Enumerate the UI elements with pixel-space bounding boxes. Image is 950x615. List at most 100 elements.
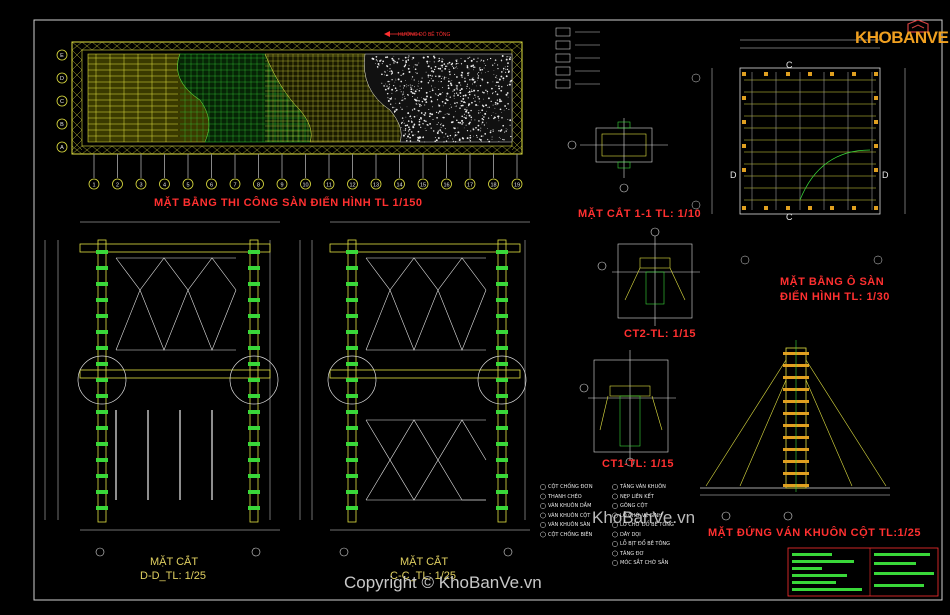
section-dd-title-1: MẶT CẮT: [150, 556, 199, 568]
legend-marker: [540, 531, 546, 538]
legend-marker: [612, 531, 618, 538]
axis-letter: C: [60, 99, 64, 105]
legend-item: GÔNG CỘT: [620, 503, 648, 509]
axis-number: 19: [514, 183, 520, 189]
legend-item: THANH CHÉO: [548, 493, 582, 500]
axis-bubble: [229, 178, 241, 190]
axis-letter: E: [60, 53, 64, 59]
hatch-legend: [555, 27, 600, 89]
axis-number: 2: [116, 183, 119, 189]
svg-text:D: D: [730, 170, 737, 180]
axis-number: 14: [396, 183, 402, 189]
floor-plan-title-1: MẶT BẰNG Ô SÀN: [780, 276, 885, 288]
section-cc-title-2: C-C_TL: 1/25: [390, 570, 457, 582]
axis-bubble: [347, 178, 358, 190]
axis-bubble: [56, 141, 68, 153]
watermark-bottom: Copyright © KhoBanVe.vn: [344, 573, 542, 592]
legend-item: NẸP LIÊN KẾT: [620, 493, 654, 500]
axis-bubble: [370, 178, 382, 190]
ct2-detail-drawing: [597, 227, 700, 326]
axis-number: 18: [490, 183, 496, 189]
watermark-middle: KhoBanVe.vn: [592, 508, 696, 527]
legend-marker: [612, 560, 618, 566]
axis-number: 12: [349, 183, 355, 189]
ct1-title: CT1-TL: 1/15: [602, 458, 675, 470]
axis-bubble: [511, 178, 523, 190]
axis-bubble: [441, 178, 452, 190]
legend-item: LỖ CHỜ VỆ SINH: [620, 512, 663, 519]
axis-letter: B: [60, 122, 64, 128]
axis-number: 16: [443, 183, 449, 189]
axis-bubble: [56, 118, 68, 130]
axis-number: 10: [302, 183, 308, 189]
ct1-detail-drawing: [579, 350, 676, 467]
legend-marker: [612, 550, 618, 557]
legend-item: VÁN KHUÔN DẦM: [548, 503, 592, 509]
section-1-1-title: MẶT CẮT 1-1 TL: 1/10: [578, 208, 702, 220]
axis-letter: A: [60, 145, 64, 151]
legend-item: VÁN KHUÔN CỘT: [548, 512, 591, 519]
column-elevation-title: MẶT ĐỨNG VÁN KHUÔN CỘT TL:1/25: [708, 527, 921, 539]
axis-number: 6: [210, 183, 213, 189]
legend-marker: [540, 512, 546, 519]
axis-number: 13: [373, 183, 379, 189]
axis-bubble: [159, 178, 170, 190]
axis-number: 15: [420, 183, 426, 189]
legend-marker: [612, 512, 618, 519]
axis-number: 4: [163, 183, 166, 189]
axis-bubble: [253, 178, 264, 190]
svg-text:C: C: [786, 60, 793, 70]
legend-marker: [612, 522, 618, 528]
top-plan-title: MẶT BẰNG THI CÔNG SÀN ĐIỂN HÌNH TL 1/150: [154, 197, 423, 209]
axis-bubble: [323, 178, 335, 190]
axis-bubble: [276, 178, 288, 190]
top-plan-note: HƯỚNG ĐỔ BÊ TÔNG: [398, 30, 450, 38]
legend-item: TĂNG VÁN KHUÔN: [620, 484, 666, 490]
sheet-border: [33, 19, 943, 601]
legend-marker: [540, 522, 546, 528]
legend-marker: [612, 484, 618, 490]
axis-bubble: [417, 178, 429, 190]
axis-bubble: [88, 178, 100, 190]
axis-number: 7: [233, 183, 236, 189]
legend-item: LỖ BỊT ĐỔ BÊ TÔNG: [620, 541, 671, 547]
axis-bubble: [488, 178, 499, 190]
svg-text:C: C: [786, 212, 793, 222]
legend-item: DÂY DỌI: [620, 531, 641, 538]
legend-marker: [540, 493, 546, 500]
legend-item: LỖ CHỜ ĐỔ BÊ TÔNG: [620, 522, 674, 528]
axis-number: 8: [257, 183, 260, 189]
logo-text: KHOBANVE: [855, 28, 949, 47]
title-block: [787, 547, 939, 597]
legend-item: MÓC SẮT CHỜ SẴN: [620, 560, 669, 566]
axis-bubble: [56, 72, 68, 84]
axis-letter: D: [60, 76, 64, 82]
axis-number: 11: [326, 183, 332, 189]
axis-bubble: [182, 178, 194, 190]
section-cc-title-1: MẶT CẮT: [400, 556, 449, 568]
floor-plan-title-2: ĐIỂN HÌNH TL: 1/30: [780, 291, 890, 303]
axis-number: 17: [467, 183, 473, 189]
floor-plan-drawing: C C D D: [691, 39, 906, 265]
axis-bubble: [112, 178, 123, 190]
legend-item: VÁN KHUÔN SÀN: [548, 522, 591, 528]
axis-bubble: [300, 178, 311, 190]
legend-item: CỘT CHỐNG ĐƠN: [548, 484, 593, 490]
legend-marker: [540, 503, 546, 509]
axis-number: 1: [92, 183, 95, 189]
axis-number: 5: [186, 183, 189, 189]
axis-bubble: [135, 178, 147, 190]
section-dd-drawing: [44, 221, 280, 557]
section-1-1-drawing: [567, 118, 668, 193]
axis-number: 3: [139, 183, 142, 189]
ct2-title: CT2-TL: 1/15: [624, 328, 697, 340]
legend-marker: [612, 493, 618, 500]
legend-marker: [612, 541, 618, 547]
axis-bubble: [56, 49, 68, 61]
legend-marker: [612, 503, 618, 509]
axis-bubble: [394, 178, 405, 190]
axis-bubble: [206, 178, 217, 190]
legend-item: CỘT CHỐNG BIÊN: [548, 531, 593, 538]
